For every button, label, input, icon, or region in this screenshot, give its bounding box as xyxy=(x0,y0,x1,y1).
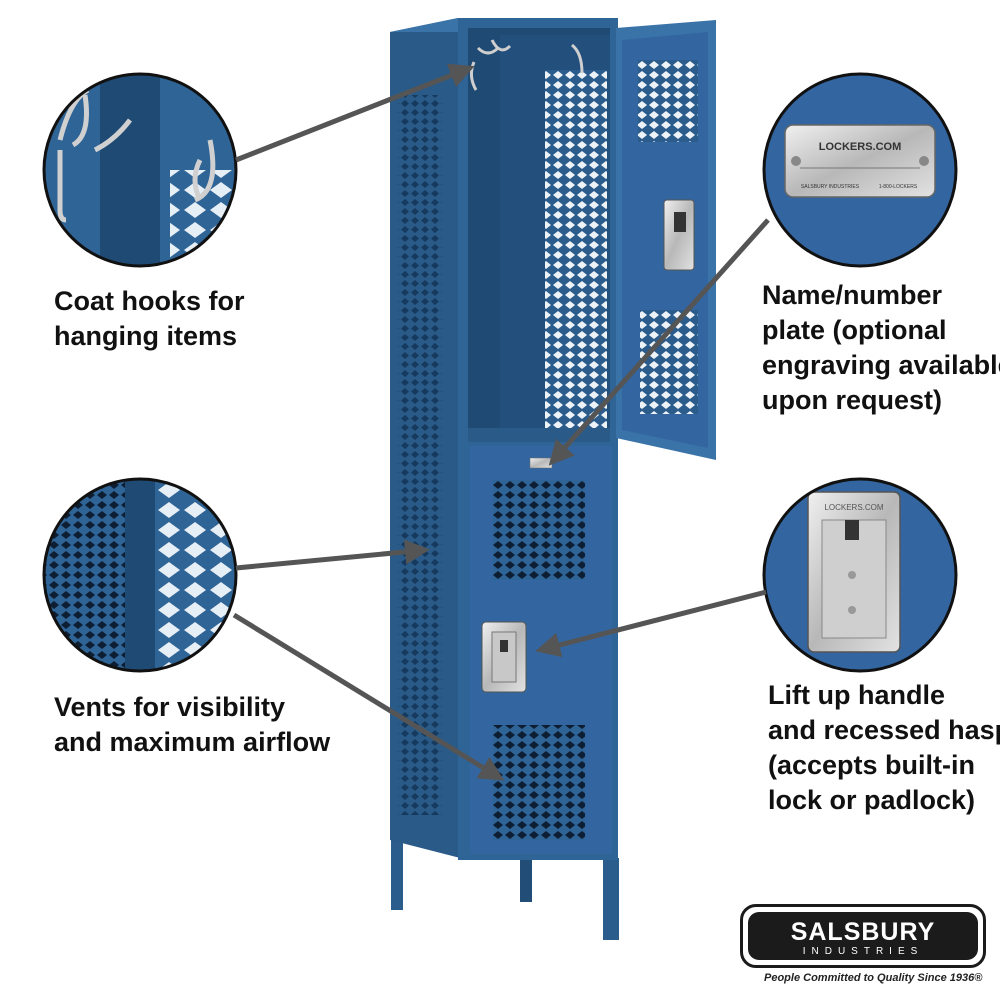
arrow-handle xyxy=(535,589,767,658)
plate-company-text: SALSBURY INDUSTRIES xyxy=(801,184,860,190)
arrow-hooks xyxy=(235,63,475,163)
caption-name-plate: Name/number plate (optional engraving av… xyxy=(762,278,1000,418)
arrow-vents-door xyxy=(232,612,505,781)
caption-line: Lift up handle xyxy=(768,680,945,710)
arrow-vents-side xyxy=(235,539,430,571)
caption-line: engraving available xyxy=(762,350,1000,380)
detail-circle-plate: LOCKERS.COM SALSBURY INDUSTRIES 1-800-LO… xyxy=(762,72,958,268)
caption-line: hanging items xyxy=(54,321,238,351)
caption-coat-hooks: Coat hooks for hanging items xyxy=(54,284,245,354)
logo-badge: SALSBURY INDUSTRIES xyxy=(748,912,978,960)
brand-tagline: People Committed to Quality Since 1936® xyxy=(764,972,983,984)
salsbury-logo: SALSBURY INDUSTRIES xyxy=(740,904,986,968)
caption-line: upon request) xyxy=(762,385,942,415)
caption-line: and recessed hasp xyxy=(768,715,1000,745)
logo-sub: INDUSTRIES xyxy=(802,946,924,957)
caption-line: lock or padlock) xyxy=(768,785,976,815)
caption-handle: Lift up handle and recessed hasp (accept… xyxy=(768,678,1000,818)
plate-brand-text: LOCKERS.COM xyxy=(819,141,902,153)
caption-vents: Vents for visibility and maximum airflow xyxy=(54,690,330,760)
caption-line: Coat hooks for xyxy=(54,286,245,316)
locker xyxy=(390,18,716,940)
caption-line: Vents for visibility xyxy=(54,692,286,722)
caption-line: and maximum airflow xyxy=(54,727,331,757)
detail-circle-handle: LOCKERS.COM xyxy=(762,477,958,673)
detail-circle-vents xyxy=(42,477,238,673)
callout-arrows xyxy=(232,63,770,781)
caption-line: (accepts built-in xyxy=(768,750,976,780)
plate-phone-text: 1-800-LOCKERS xyxy=(879,184,918,190)
handle-brand-text: LOCKERS.COM xyxy=(824,503,883,512)
caption-line: plate (optional xyxy=(762,315,947,345)
logo-name: SALSBURY xyxy=(790,918,936,946)
arrow-plate xyxy=(548,218,770,466)
detail-circle-hooks xyxy=(42,72,238,268)
caption-line: Name/number xyxy=(762,280,943,310)
